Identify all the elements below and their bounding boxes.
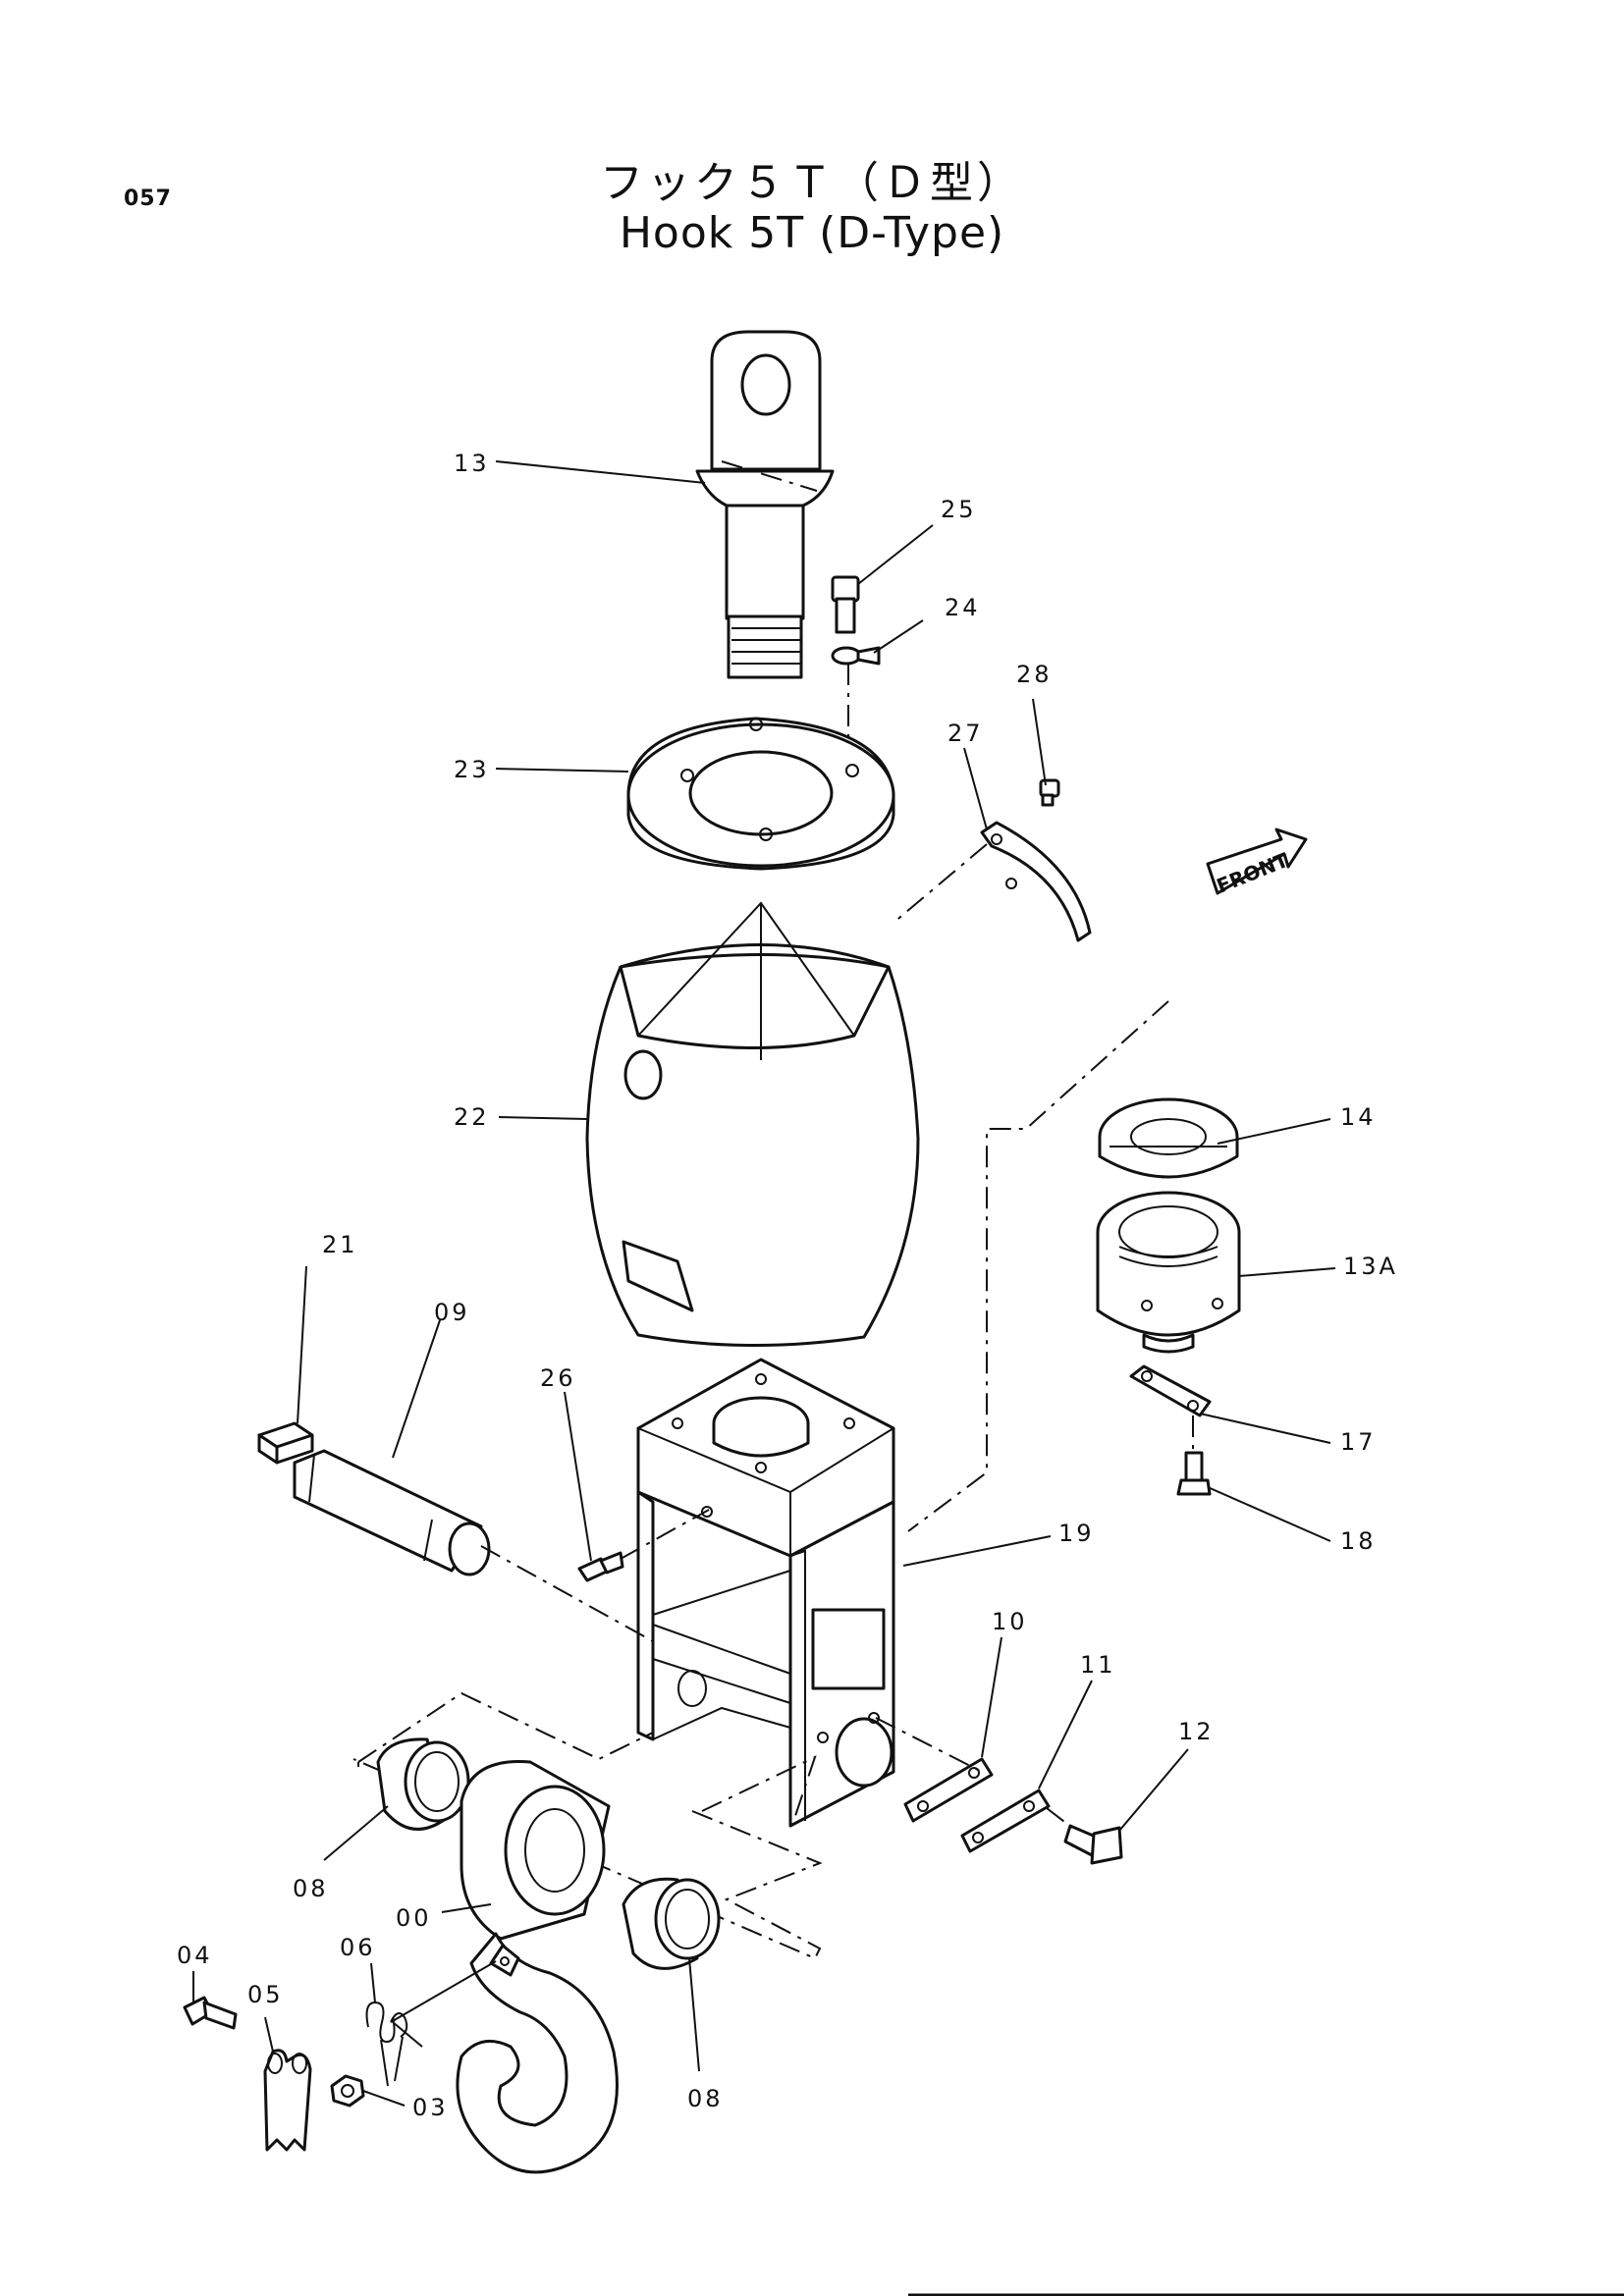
assembly-line [390,1960,497,2023]
assembly-line [907,1000,1169,1532]
callout-08-right: 08 [687,2085,724,2112]
part-25-bolt [831,575,860,634]
callout-10: 10 [992,1608,1028,1635]
callout-labels: 13 25 24 28 27 23 22 14 13A 21 09 26 17 … [177,450,1398,2121]
callout-12: 12 [1178,1718,1215,1745]
assembly-boundary [352,1691,823,1960]
part-18-bolt [1176,1451,1212,1496]
title-english: Hook 5T (D-Type) [619,208,1005,258]
assembly-line [480,1545,654,1642]
callout-26: 26 [540,1364,576,1392]
part-00-hook [456,1760,619,2174]
callout-13: 13 [454,450,490,477]
part-10-plate [903,1757,994,1823]
assembly-line [875,1717,1073,1829]
callout-21: 21 [322,1231,358,1258]
callout-03: 03 [412,2094,449,2121]
part-03-nut [330,2074,365,2108]
callout-17: 17 [1340,1428,1377,1456]
part-17-lock-plate [1129,1364,1212,1417]
callout-05: 05 [247,1981,284,2008]
callout-08-left: 08 [293,1875,329,1902]
front-arrow-icon: FRONT [1206,828,1308,898]
title-japanese: フック５Ｔ（Ｄ型） [600,158,1024,208]
part-05-safety-latch [263,2049,312,2152]
callout-09: 09 [434,1299,470,1326]
part-14-thrust-bearing [1098,1097,1239,1179]
part-23-flange-plate [626,717,895,871]
callout-19: 19 [1058,1520,1095,1547]
callout-24: 24 [945,594,981,621]
leader-lines [192,460,1336,2107]
part-26-grease-fitting [577,1551,624,1582]
callout-04: 04 [177,1942,213,1969]
part-21-key [257,1421,314,1465]
part-19-hook-frame [636,1358,895,1828]
part-13-eye-bolt [695,330,835,679]
part-12-bolt [1063,1824,1123,1865]
part-22-barrel-weight [585,901,920,1347]
callout-14: 14 [1340,1103,1377,1131]
part-11-lock-plate [960,1789,1051,1853]
callout-00: 00 [396,1904,432,1932]
part-27-cover-plate [980,821,1092,942]
callout-22: 22 [454,1103,490,1131]
part-09-pin [293,1449,491,1576]
assembly-line [893,843,988,924]
part-24-lock-washer [831,646,881,666]
page-number: 057 [124,187,172,211]
callout-18: 18 [1340,1527,1377,1555]
part-08-bushing-right [622,1877,721,1970]
part-08-bushing-left [376,1737,470,1831]
callout-25: 25 [941,496,977,523]
callout-28: 28 [1016,661,1053,688]
callout-27: 27 [947,720,984,747]
part-06-spring [365,2001,423,2087]
callout-11: 11 [1080,1651,1116,1679]
callout-06: 06 [340,1934,376,1961]
part-04-bolt [183,1996,238,2030]
part-28-screw [1039,778,1060,807]
callout-23: 23 [454,756,490,783]
callout-13a: 13A [1343,1253,1398,1280]
assembly-line [620,1509,710,1560]
part-13a-collar-nut [1096,1191,1241,1354]
